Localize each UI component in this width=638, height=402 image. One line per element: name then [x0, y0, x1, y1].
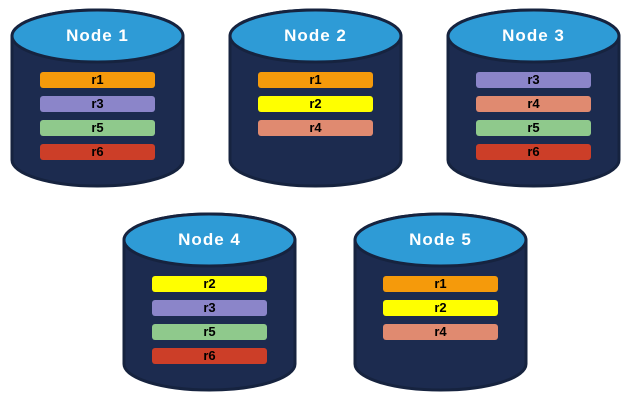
record-item[interactable]: r2 — [383, 300, 498, 316]
record-item[interactable]: r5 — [476, 120, 591, 136]
record-item[interactable]: r1 — [383, 276, 498, 292]
record-item[interactable]: r6 — [40, 144, 155, 160]
record-item[interactable]: r3 — [40, 96, 155, 112]
cylinder-top-ellipse — [353, 212, 528, 268]
cylinder-top-ellipse — [122, 212, 297, 268]
record-item[interactable]: r2 — [258, 96, 373, 112]
record-item[interactable]: r6 — [152, 348, 267, 364]
record-list: r1 r2 r4 — [258, 72, 373, 144]
record-item[interactable]: r1 — [40, 72, 155, 88]
record-list: r1 r3 r5 r6 — [40, 72, 155, 168]
record-item[interactable]: r3 — [476, 72, 591, 88]
cylinder-top-ellipse — [10, 8, 185, 64]
record-list: r3 r4 r5 r6 — [476, 72, 591, 168]
record-item[interactable]: r4 — [258, 120, 373, 136]
record-list: r2 r3 r5 r6 — [152, 276, 267, 372]
cylinder-top-ellipse — [446, 8, 621, 64]
record-item[interactable]: r4 — [383, 324, 498, 340]
record-item[interactable]: r4 — [476, 96, 591, 112]
cylinder-top-ellipse — [228, 8, 403, 64]
record-item[interactable]: r1 — [258, 72, 373, 88]
record-item[interactable]: r5 — [152, 324, 267, 340]
record-item[interactable]: r2 — [152, 276, 267, 292]
record-item[interactable]: r3 — [152, 300, 267, 316]
record-list: r1 r2 r4 — [383, 276, 498, 348]
cylinder-shape — [122, 212, 297, 392]
record-item[interactable]: r5 — [40, 120, 155, 136]
record-item[interactable]: r6 — [476, 144, 591, 160]
